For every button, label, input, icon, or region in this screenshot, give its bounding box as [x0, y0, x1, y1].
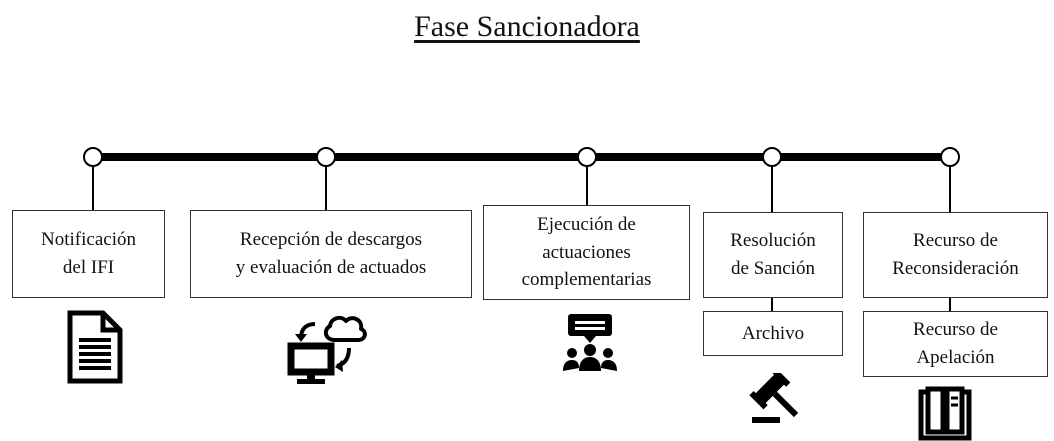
meeting-presentation-icon [563, 314, 617, 371]
diagram-title: Fase Sancionadora [414, 10, 640, 43]
open-book-icon [918, 386, 972, 441]
timeline-node-4 [762, 147, 782, 167]
stage-label: Recurso de Reconsideración [892, 230, 1019, 279]
computer-cloud-sync-icon [287, 315, 367, 384]
timeline-node-1 [83, 147, 103, 167]
stage-box-resolucion: Resolución de Sanción [703, 212, 843, 298]
document-icon [67, 310, 123, 384]
stage-label: Resolución de Sanción [730, 230, 816, 279]
sub-label: Archivo [741, 322, 805, 344]
stage-box-reconsideracion: Recurso de Reconsideración [863, 212, 1048, 298]
stage-box-ejecucion: Ejecución de actuaciones complementarias [483, 205, 690, 300]
sub-box-apelacion: Recurso de Apelación [863, 311, 1048, 377]
stage-label: Ejecución de actuaciones complementarias [521, 214, 652, 291]
stage-box-notificacion: Notificación del IFI [12, 210, 165, 298]
sub-box-archivo: Archivo [703, 311, 843, 356]
gavel-icon [749, 373, 799, 423]
timeline-node-5 [940, 147, 960, 167]
stage-label: Recepción de descargos y evaluación de a… [235, 229, 427, 278]
timeline-node-3 [577, 147, 597, 167]
stage-label: Notificación del IFI [41, 229, 136, 278]
timeline-node-2 [316, 147, 336, 167]
stage-box-recepcion: Recepción de descargos y evaluación de a… [190, 210, 472, 298]
sub-label: Recurso de Apelación [913, 319, 998, 368]
